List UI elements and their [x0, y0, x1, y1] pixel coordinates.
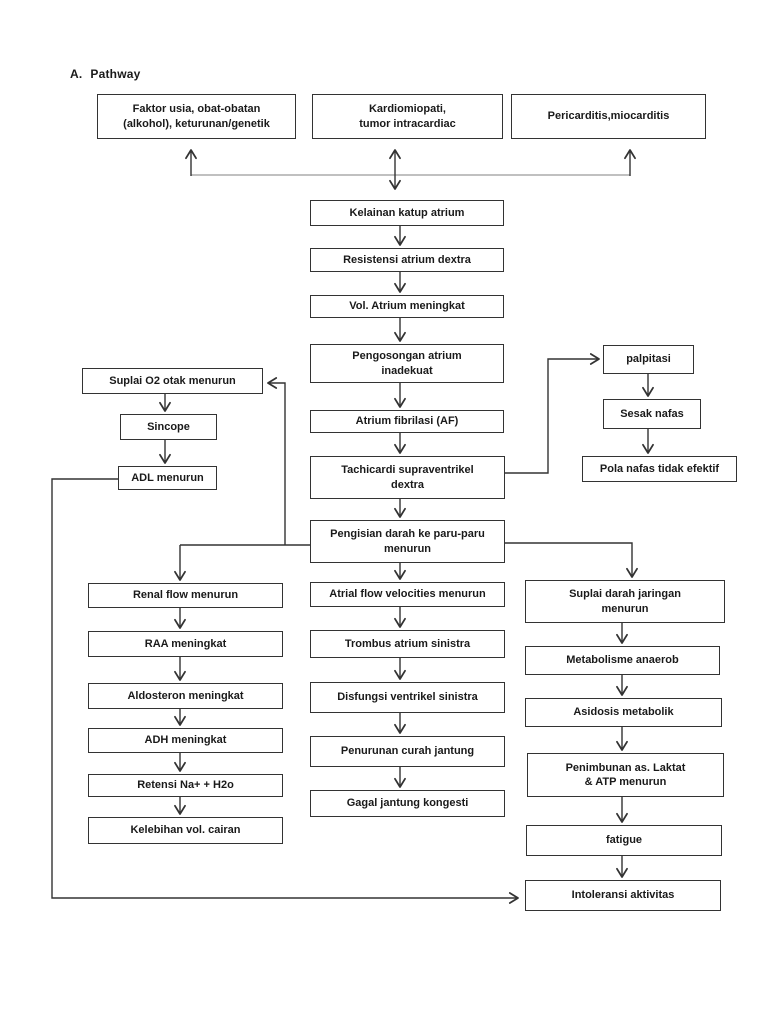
node-pericarditis: Pericarditis,miocarditis: [511, 94, 706, 139]
node-retensi: Retensi Na+ + H2o: [88, 774, 283, 797]
node-kelainan-katup: Kelainan katup atrium: [310, 200, 504, 226]
node-pengisian: Pengisian darah ke paru-paru menurun: [310, 520, 505, 563]
node-renal-flow: Renal flow menurun: [88, 583, 283, 608]
node-sincope: Sincope: [120, 414, 217, 440]
page-title: A. Pathway: [70, 67, 141, 81]
node-palpitasi: palpitasi: [603, 345, 694, 374]
node-intoleransi: Intoleransi aktivitas: [525, 880, 721, 911]
node-aldosteron: Aldosteron meningkat: [88, 683, 283, 709]
node-adl: ADL menurun: [118, 466, 217, 490]
arrow-adl-intoleransi-long: [51, 478, 519, 904]
node-fatigue: fatigue: [526, 825, 722, 856]
node-pola-nafas: Pola nafas tidak efektif: [582, 456, 737, 482]
node-atrial-flow: Atrial flow velocities menurun: [310, 582, 505, 607]
node-suplai-darah: Suplai darah jaringan menurun: [525, 580, 725, 623]
node-suplai-o2: Suplai O2 otak menurun: [82, 368, 263, 394]
node-gagal-jantung: Gagal jantung kongesti: [310, 790, 505, 817]
node-resistensi: Resistensi atrium dextra: [310, 248, 504, 272]
node-adh: ADH meningkat: [88, 728, 283, 753]
node-asidosis: Asidosis metabolik: [525, 698, 722, 727]
node-faktor-usia: Faktor usia, obat-obatan (alkohol), ketu…: [97, 94, 296, 139]
node-penurunan-curah: Penurunan curah jantung: [310, 736, 505, 767]
node-atrium-fibrilasi: Atrium fibrilasi (AF): [310, 410, 504, 433]
node-disfungsi: Disfungsi ventrikel sinistra: [310, 682, 505, 713]
node-metabolisme: Metabolisme anaerob: [525, 646, 720, 675]
node-trombus: Trombus atrium sinistra: [310, 630, 505, 658]
node-kardiomiopati: Kardiomiopati, tumor intracardiac: [312, 94, 503, 139]
arrow-pengisian-suplaidarah: [505, 542, 638, 578]
page-title-numeral: A.: [70, 67, 83, 81]
node-sesak-nafas: Sesak nafas: [603, 399, 701, 429]
node-vol-atrium: Vol. Atrium meningkat: [310, 295, 504, 318]
node-raa: RAA meningkat: [88, 631, 283, 657]
arrow-tachicardi-palpitasi: [505, 353, 600, 474]
node-pengosongan: Pengosongan atrium inadekuat: [310, 344, 504, 383]
node-kelebihan: Kelebihan vol. cairan: [88, 817, 283, 844]
node-tachicardi: Tachicardi supraventrikel dextra: [310, 456, 505, 499]
node-penimbunan: Penimbunan as. Laktat & ATP menurun: [527, 753, 724, 797]
page-title-text: Pathway: [90, 67, 141, 81]
arrow-into-suplaio2: [267, 377, 286, 545]
